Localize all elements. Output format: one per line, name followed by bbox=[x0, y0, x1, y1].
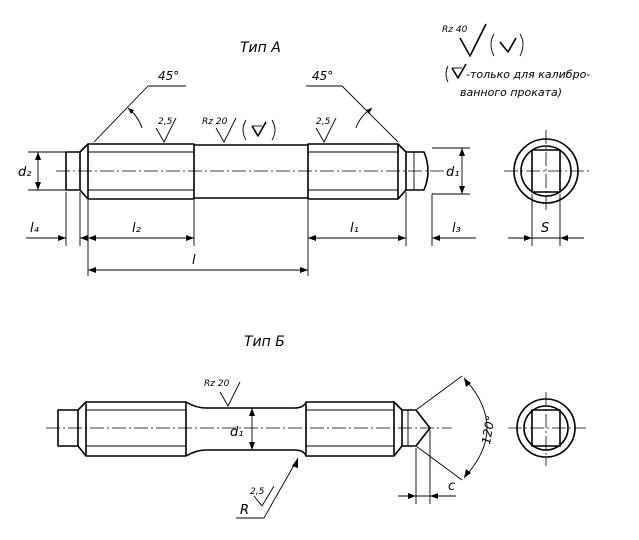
roughness-main-label: Rz 40 bbox=[442, 25, 468, 35]
body-roughness-b-label: Rz 20 bbox=[204, 379, 230, 389]
end-view-a: S bbox=[504, 130, 590, 246]
radius-roughness-label: 2,5 bbox=[250, 487, 265, 497]
type-b-stud-outline bbox=[57, 401, 431, 457]
dim-l2-label: l₂ bbox=[132, 221, 141, 236]
type-a-title: Тип А bbox=[240, 40, 281, 56]
roughness-note-line2: ванного проката) bbox=[460, 86, 562, 99]
chamfer-angle-right: 45° bbox=[312, 69, 333, 83]
body-roughness-a: Rz 20 bbox=[202, 117, 276, 143]
dim-d1-a: d₁ bbox=[432, 147, 470, 195]
dim-d1-b: d₁ bbox=[230, 408, 255, 450]
dim-l-label: l bbox=[192, 253, 196, 268]
thread-roughness-left-label: 2,5 bbox=[158, 117, 173, 127]
dim-l: l bbox=[88, 253, 308, 273]
dim-d2-label: d₂ bbox=[18, 165, 31, 180]
type-a-stud-outline bbox=[65, 143, 429, 200]
roughness-note-line1: -только для калибро- bbox=[466, 68, 590, 81]
dim-l4-label: l₄ bbox=[30, 221, 40, 236]
radius-callout: R 2,5 bbox=[236, 457, 299, 519]
dim-d2: d₂ bbox=[18, 151, 66, 191]
chamfer-callout-right: 45° bbox=[306, 69, 399, 143]
dim-s-label: S bbox=[541, 221, 549, 236]
body-roughness-b: Rz 20 bbox=[204, 379, 241, 407]
body-roughness-a-label: Rz 20 bbox=[202, 117, 228, 127]
dim-c: c bbox=[398, 430, 456, 504]
roughness-note: -только для калибро- ванного проката) bbox=[445, 63, 590, 99]
thread-roughness-right-label: 2,5 bbox=[316, 117, 331, 127]
dim-l3: l₃ bbox=[432, 221, 476, 241]
radius-label: R bbox=[240, 503, 249, 518]
type-b-title: Тип Б bbox=[244, 334, 285, 350]
thread-roughness-right: 2,5 bbox=[315, 117, 337, 143]
roughness-symbol-top: Rz 40 bbox=[442, 23, 524, 57]
thread-roughness-left: 2,5 bbox=[155, 117, 177, 143]
dim-l4: l₄ bbox=[26, 221, 88, 241]
chamfer-callout-left: 45° bbox=[93, 69, 186, 143]
extension-lines-a bbox=[65, 192, 433, 276]
chamfer-angle-left: 45° bbox=[158, 69, 179, 83]
dim-c-label: c bbox=[448, 479, 455, 494]
dim-l3-label: l₃ bbox=[452, 221, 461, 236]
end-view-b bbox=[508, 392, 586, 466]
dim-l2: l₂ bbox=[88, 221, 194, 241]
angle-120: 120° bbox=[415, 375, 498, 481]
angle-120-label: 120° bbox=[479, 414, 498, 445]
dim-d1-a-label: d₁ bbox=[446, 165, 459, 180]
dim-l1: l₁ bbox=[308, 221, 406, 241]
dim-l1-label: l₁ bbox=[350, 221, 359, 236]
dim-d1-b-label: d₁ bbox=[230, 425, 243, 440]
